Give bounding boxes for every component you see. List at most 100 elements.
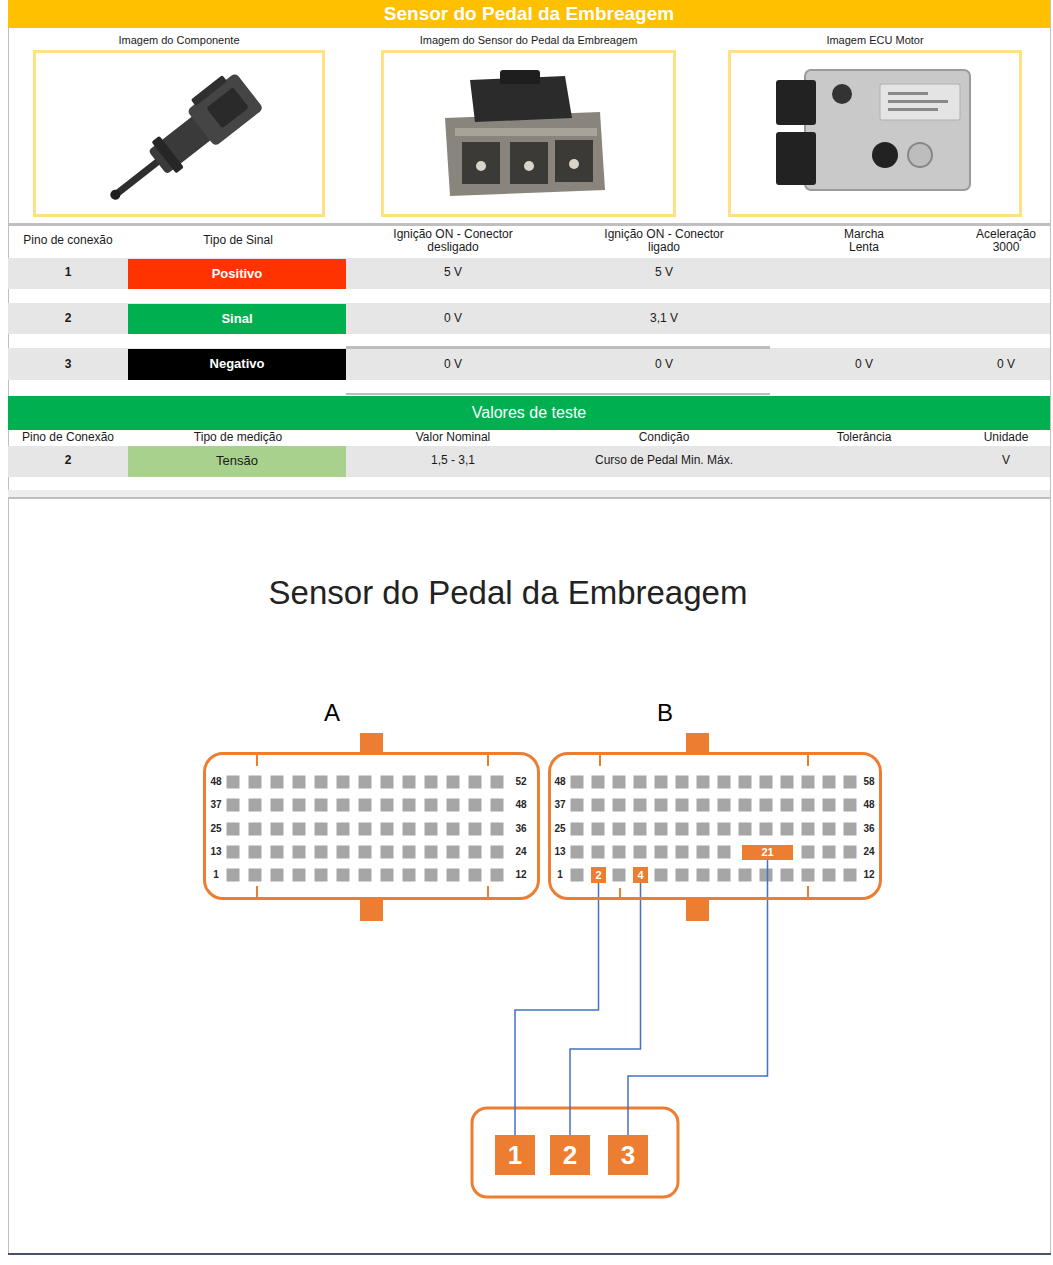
table-cell: 3,1 V [650,312,678,325]
pin-cavity [760,869,773,882]
ecu-pin: 21 [742,845,793,860]
pin-cavity [697,823,710,836]
pin-cavity [469,846,482,859]
pin-cavity [271,869,284,882]
node-label: 2 [563,1141,577,1170]
pin-cavity [781,776,794,789]
pin-cavity [293,869,306,882]
pin-cavity [271,846,284,859]
pin-index: 36 [863,823,874,834]
pin-cavity [676,869,689,882]
ecu-case [805,70,970,190]
pin-cavity [249,823,262,836]
pin-cavity [676,823,689,836]
image-caption: Imagem do Sensor do Pedal da Embreagem [364,34,693,46]
pin-cavity [447,846,460,859]
pin-cavity [315,799,328,812]
section-band: Valores de teste [8,396,1050,430]
pin-index: 58 [863,776,874,787]
pin-cavity [381,823,394,836]
pin-cavity [802,799,815,812]
pin-index: 37 [210,799,221,810]
ecu-plug [776,132,816,185]
page-frame [1050,0,1051,1255]
wire [515,883,599,1135]
pin-cavity [718,799,731,812]
switch-head [187,72,264,146]
title-bar: Sensor do Pedal da Embreagem [8,0,1050,28]
sensor-pin: 1 [495,1135,535,1175]
pin-cavity [634,776,647,789]
table-rule [346,346,770,349]
ecu-sticker-line [888,100,948,103]
pin-cavity [676,846,689,859]
pin-index: 25 [554,823,565,834]
pin-cavity [781,869,794,882]
pin-cavity [634,823,647,836]
pin-cavity [381,776,394,789]
signal-type-cell: Negativo [128,349,346,380]
pin-cavity [359,869,372,882]
connector-cavity [462,142,500,184]
pin-cavity [447,776,460,789]
node-label: Negativo [210,357,265,371]
wire [628,860,768,1135]
pin-cavity [823,799,836,812]
pin-cavity [781,823,794,836]
pin-index: 13 [554,846,565,857]
table-row [8,490,1050,497]
pin-cavity [697,776,710,789]
pin-cavity [359,776,372,789]
sensor-connector-housing [472,1108,678,1197]
pin-cavity [844,869,857,882]
table-rule [8,223,1050,226]
pin-cavity [381,799,394,812]
pin-cavity [739,823,752,836]
pin-cavity [293,799,306,812]
pin-cavity [447,799,460,812]
pin-cavity [613,823,626,836]
table-cell: 0 V [855,358,873,371]
pin-cavity [403,799,416,812]
pin-number: 3 [65,358,72,371]
connector-latch [500,70,540,84]
pin-cavity [447,823,460,836]
pin-cavity [613,776,626,789]
table-cell: Curso de Pedal Min. Máx. [595,454,733,467]
pin-cavity [227,823,240,836]
pin-index: 48 [515,799,526,810]
pin-cavity [613,846,626,859]
table-header: Unidade [984,431,1029,444]
connector-tab [686,733,709,753]
pin-cavity [227,846,240,859]
pin-cavity [823,846,836,859]
connector-rib [455,128,597,136]
pin-cavity [403,823,416,836]
table-header: Condição [639,431,690,444]
pin-cavity [491,776,504,789]
table-header: Tolerância [837,431,892,444]
node-label: 4 [637,869,643,881]
pin-cavity [592,776,605,789]
pin-cavity [359,823,372,836]
pin-cavity [844,799,857,812]
pin-index: 37 [554,799,565,810]
connector-tab [360,899,383,921]
pin-cavity [337,823,350,836]
diagram-heading: Sensor do Pedal da Embreagem [269,575,748,612]
pin-index: 12 [515,869,526,880]
ecu-vent [872,142,898,168]
connector-photo [445,70,605,196]
switch-collar [151,136,184,174]
table-cell: V [1002,454,1010,467]
pin-cavity [613,869,626,882]
pin-cavity [315,869,328,882]
pin-index: 48 [554,776,565,787]
pin-cavity [760,799,773,812]
pin-cavity [571,776,584,789]
pin-cavity [359,799,372,812]
node-label: 1 [508,1141,522,1170]
pin-cavity [271,799,284,812]
pin-cavity [293,846,306,859]
